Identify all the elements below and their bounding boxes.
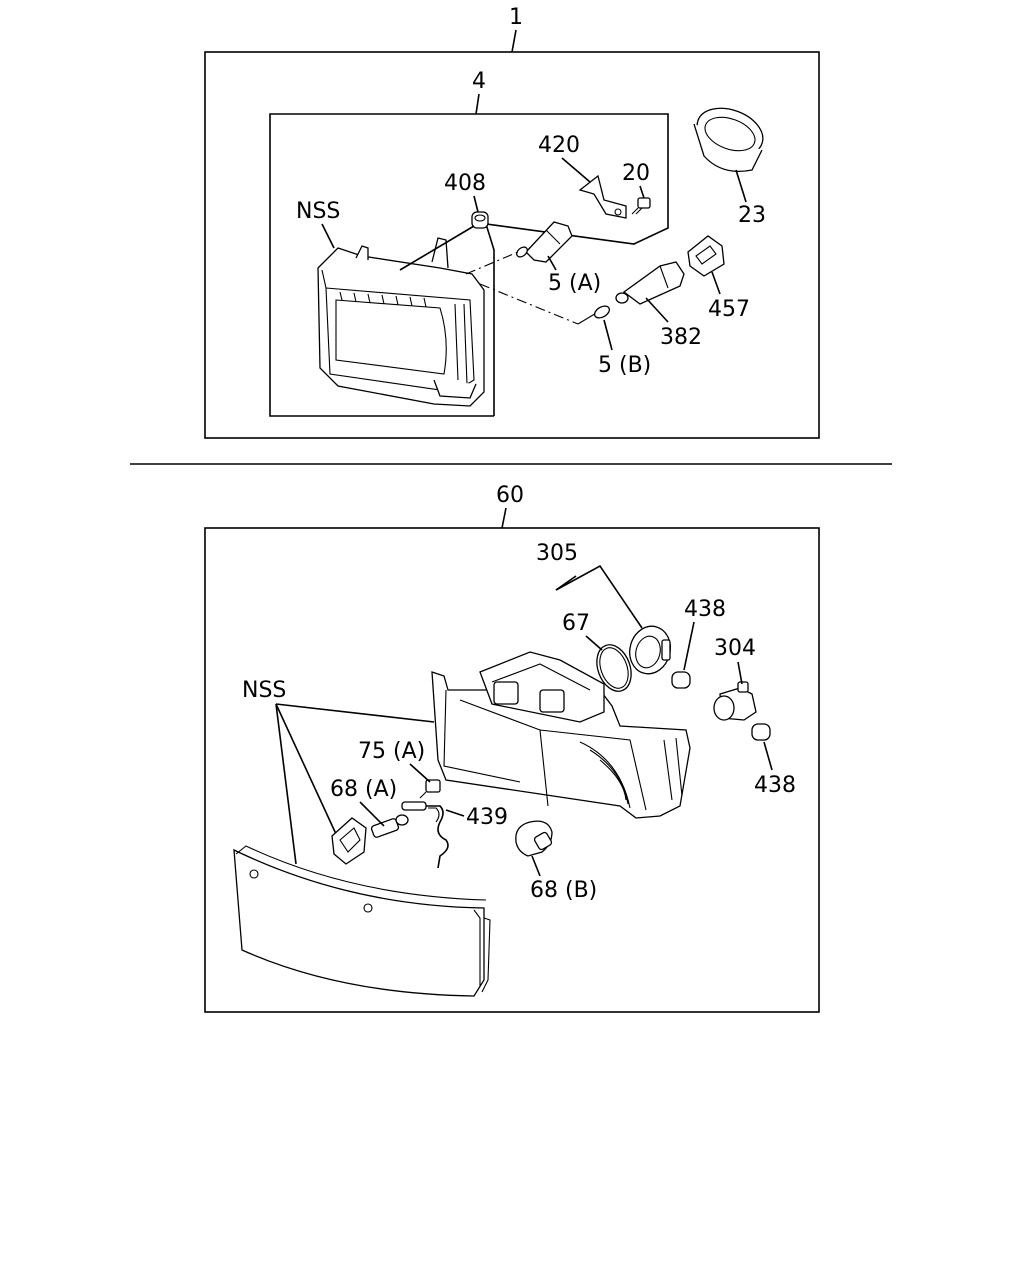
- leader-line: [603, 319, 613, 351]
- bottom-assembly: 60 305: [204, 483, 820, 1013]
- label-304: 304: [714, 636, 756, 661]
- label-23: 23: [738, 203, 766, 228]
- lens-cover: [233, 845, 491, 997]
- label-75a: 75 (A): [358, 739, 425, 764]
- top-assembly: 1 4 NSS: [204, 5, 820, 439]
- bottom-assembly-frame: [204, 527, 820, 1013]
- label-382: 382: [660, 325, 702, 350]
- leader-line: [275, 703, 337, 835]
- bulb-68a: [331, 814, 409, 865]
- label-68a: 68 (A): [330, 777, 397, 802]
- label-5b: 5 (B): [598, 353, 651, 378]
- leader-line: [645, 297, 669, 323]
- socket-305: [629, 625, 671, 675]
- leader-line: [359, 801, 385, 827]
- leader-line: [479, 283, 579, 325]
- lamp-housing: [431, 651, 691, 819]
- bulb-holder-304: [713, 681, 757, 721]
- socket-457: [687, 235, 725, 277]
- assembly-label-1: 1: [509, 5, 523, 30]
- screw-75a: [419, 779, 441, 799]
- grommet-408: [471, 211, 489, 229]
- bulb-68b: [515, 820, 553, 857]
- label-305: 305: [536, 541, 578, 566]
- subassembly-label-4: 4: [472, 69, 486, 94]
- leader-line: [547, 255, 557, 271]
- leader-line: [465, 251, 519, 275]
- label-438-bottom: 438: [754, 773, 796, 798]
- leader-line: [735, 169, 747, 203]
- subassembly-4-frame: [269, 113, 669, 417]
- leader-line: [763, 741, 773, 771]
- boot-23: [693, 107, 764, 173]
- leader-line: [511, 29, 517, 53]
- label-439: 439: [466, 805, 508, 830]
- leader-line: [585, 635, 603, 651]
- leader-line: [409, 763, 431, 783]
- leader-line: [555, 575, 577, 591]
- cap-438-bottom: [751, 723, 771, 741]
- leader-line: [473, 195, 479, 213]
- label-408: 408: [444, 171, 486, 196]
- top-assembly-frame: [204, 51, 820, 439]
- leader-line: [475, 93, 480, 115]
- bracket-420: [578, 174, 627, 219]
- cap-438-top: [671, 671, 691, 689]
- leader-line: [555, 564, 643, 629]
- label-5a: 5 (A): [548, 271, 601, 296]
- leader-line: [501, 507, 507, 529]
- leader-line: [275, 703, 297, 865]
- label-67: 67: [562, 611, 590, 636]
- leader-line: [711, 271, 721, 295]
- leader-line: [737, 661, 743, 685]
- leader-line: [445, 809, 465, 817]
- label-438-top: 438: [684, 597, 726, 622]
- label-457: 457: [708, 297, 750, 322]
- leader-line: [399, 225, 475, 271]
- assembly-label-60: 60: [496, 483, 524, 508]
- harness-439: [401, 801, 449, 869]
- leader-line: [561, 157, 591, 183]
- label-20: 20: [622, 161, 650, 186]
- bulb-5b: [593, 305, 611, 319]
- label-420: 420: [538, 133, 580, 158]
- leader-line: [639, 185, 645, 199]
- oring-67: [596, 644, 632, 692]
- label-nss-top: NSS: [296, 199, 340, 224]
- leader-line: [321, 223, 335, 249]
- label-nss-bottom: NSS: [242, 678, 286, 703]
- bulb-382: [615, 261, 685, 305]
- bulb-5a: [516, 221, 573, 263]
- screw-20: [631, 197, 651, 215]
- headlamp-unit: [317, 237, 485, 407]
- leader-line: [683, 621, 695, 671]
- label-68b: 68 (B): [530, 878, 597, 903]
- leader-line: [275, 703, 435, 723]
- leader-line: [531, 855, 541, 877]
